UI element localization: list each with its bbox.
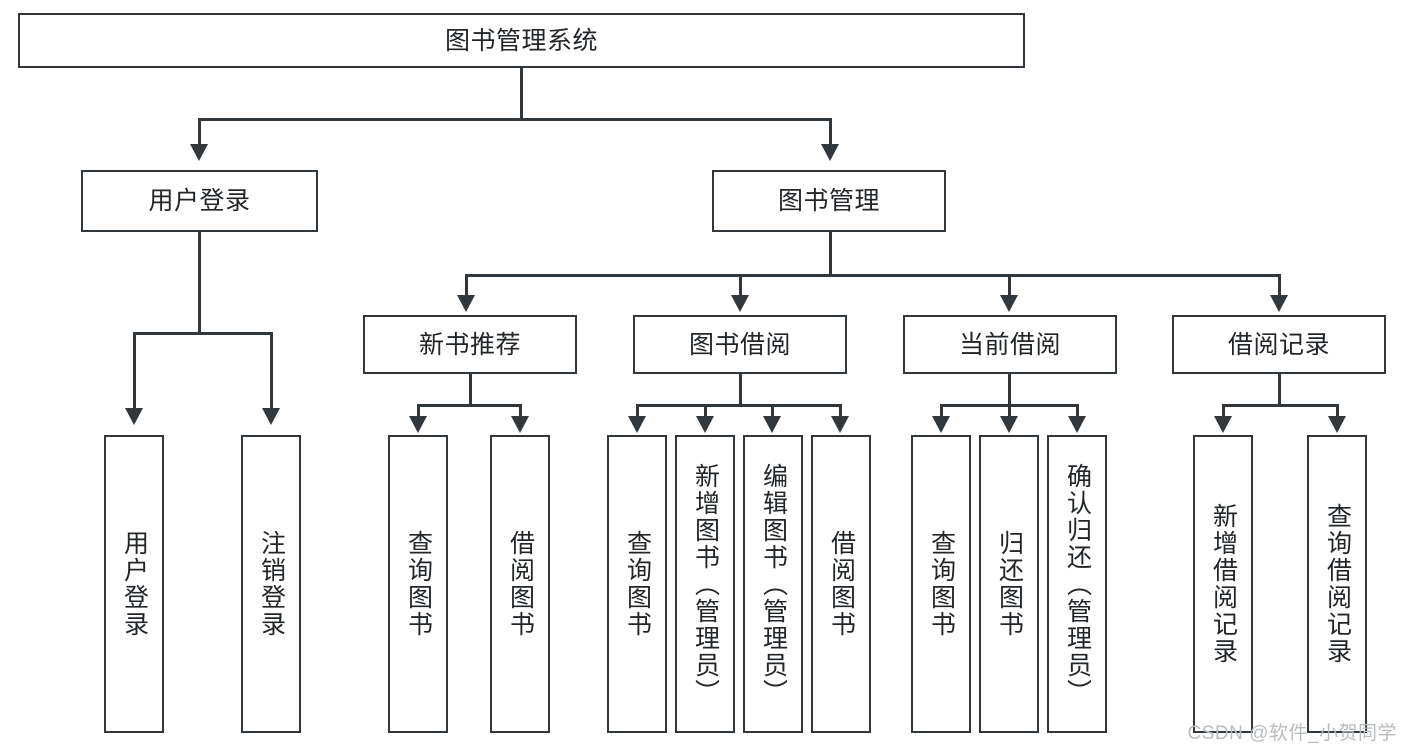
connector-drop-book-borrow: [739, 274, 742, 298]
connector-drop-nb-query: [417, 404, 420, 418]
arrowhead-new-book: [457, 295, 475, 312]
arrowhead-user-login: [190, 144, 208, 161]
leaf-label: 用户登录: [120, 530, 149, 638]
csdn-watermark: CSDN @软件_小贺同学: [1187, 723, 1397, 744]
connector-new-book-stem: [469, 374, 472, 406]
connector-root-stem: [520, 68, 523, 118]
leaf-user-login[interactable]: 用户登录: [104, 435, 164, 733]
connector-drop-bb-borrow: [839, 404, 842, 418]
arrowhead-br-query: [1328, 416, 1346, 433]
connector-drop-cb-return: [1008, 404, 1011, 418]
connector-drop-br-add: [1222, 404, 1225, 418]
connector-current-borrow-stem: [1008, 374, 1011, 406]
arrowhead-borrow-record: [1270, 295, 1288, 312]
connector-drop-user-login: [198, 118, 201, 146]
connector-level2-bus: [198, 118, 832, 121]
arrowhead-bb-query: [628, 416, 646, 433]
connector-drop-book-management: [829, 118, 832, 146]
leaf-bb-edit-book[interactable]: 编辑图书（管理员）: [743, 435, 803, 733]
node-label: 用户登录: [148, 187, 251, 215]
node-root-book-management-system[interactable]: 图书管理系统: [18, 13, 1025, 68]
node-label: 当前借阅: [958, 330, 1061, 359]
node-label: 图书管理: [777, 187, 880, 215]
leaf-label: 查询图书: [623, 530, 652, 638]
connector-drop-leaf-user-login: [133, 332, 136, 410]
arrowhead-cb-query: [932, 416, 950, 433]
connector-borrow-record-leaf-bus: [1222, 404, 1339, 407]
connector-drop-leaf-logout: [270, 332, 273, 410]
leaf-bb-borrow-book[interactable]: 借阅图书: [811, 435, 871, 733]
arrowhead-bb-borrow: [831, 416, 849, 433]
leaf-label: 确认归还（管理员）: [1063, 462, 1092, 706]
connector-new-book-leaf-bus: [417, 404, 522, 407]
node-user-login[interactable]: 用户登录: [81, 170, 318, 232]
connector-drop-nb-borrow: [519, 404, 522, 418]
connector-level3-bus: [465, 274, 1281, 277]
arrowhead-br-add: [1214, 416, 1232, 433]
leaf-label: 查询借阅记录: [1323, 503, 1352, 665]
leaf-label: 新增图书（管理员）: [691, 462, 720, 706]
node-label: 图书借阅: [688, 330, 791, 359]
arrowhead-bb-edit: [763, 416, 781, 433]
arrowhead-bb-add: [696, 416, 714, 433]
leaf-cb-confirm-return[interactable]: 确认归还（管理员）: [1047, 435, 1107, 733]
leaf-label: 查询图书: [404, 530, 433, 638]
leaf-label: 归还图书: [995, 530, 1024, 638]
connector-drop-new-book: [465, 274, 468, 298]
leaf-bb-add-book[interactable]: 新增图书（管理员）: [675, 435, 735, 733]
connector-drop-bb-edit: [771, 404, 774, 418]
connector-drop-current-borrow: [1008, 274, 1011, 298]
arrowhead-leaf-logout: [262, 408, 280, 425]
connector-drop-cb-query: [940, 404, 943, 418]
leaf-br-query-record[interactable]: 查询借阅记录: [1307, 435, 1367, 733]
leaf-label: 新增借阅记录: [1209, 503, 1238, 665]
connector-drop-borrow-record: [1278, 274, 1281, 298]
node-label: 图书管理系统: [444, 26, 598, 55]
arrowhead-current-borrow: [1000, 295, 1018, 312]
leaf-br-add-record[interactable]: 新增借阅记录: [1193, 435, 1253, 733]
connector-book-management-stem: [829, 232, 832, 276]
node-new-book-recommend[interactable]: 新书推荐: [363, 315, 577, 374]
leaf-label: 注销登录: [257, 530, 286, 638]
node-label: 借阅记录: [1227, 330, 1330, 359]
leaf-label: 借阅图书: [506, 530, 535, 638]
leaf-nb-query-book[interactable]: 查询图书: [388, 435, 448, 733]
connector-book-borrow-stem: [739, 374, 742, 406]
arrowhead-cb-return: [1000, 416, 1018, 433]
node-book-borrow[interactable]: 图书借阅: [633, 315, 847, 374]
leaf-logout[interactable]: 注销登录: [241, 435, 301, 733]
node-current-borrow[interactable]: 当前借阅: [903, 315, 1117, 374]
connector-drop-cb-confirm: [1076, 404, 1079, 418]
connector-user-login-stem: [198, 232, 201, 334]
arrowhead-leaf-user-login: [125, 408, 143, 425]
arrowhead-nb-borrow: [511, 416, 529, 433]
leaf-nb-borrow-book[interactable]: 借阅图书: [490, 435, 550, 733]
leaf-label: 查询图书: [927, 530, 956, 638]
connector-drop-bb-query: [636, 404, 639, 418]
connector-drop-bb-add: [704, 404, 707, 418]
connector-borrow-record-stem: [1278, 374, 1281, 406]
connector-book-borrow-leaf-bus: [636, 404, 841, 407]
connector-user-login-leaf-bus: [133, 332, 273, 335]
leaf-cb-return-book[interactable]: 归还图书: [979, 435, 1039, 733]
leaf-cb-query-book[interactable]: 查询图书: [911, 435, 971, 733]
connector-drop-br-query: [1336, 404, 1339, 418]
arrowhead-cb-confirm: [1068, 416, 1086, 433]
leaf-bb-query-book[interactable]: 查询图书: [607, 435, 667, 733]
arrowhead-book-borrow: [731, 295, 749, 312]
node-label: 新书推荐: [418, 330, 521, 359]
node-borrow-record[interactable]: 借阅记录: [1172, 315, 1386, 374]
arrowhead-nb-query: [409, 416, 427, 433]
node-book-management[interactable]: 图书管理: [712, 170, 946, 232]
leaf-label: 借阅图书: [827, 530, 856, 638]
leaf-label: 编辑图书（管理员）: [759, 462, 788, 706]
arrowhead-book-management: [821, 144, 839, 161]
